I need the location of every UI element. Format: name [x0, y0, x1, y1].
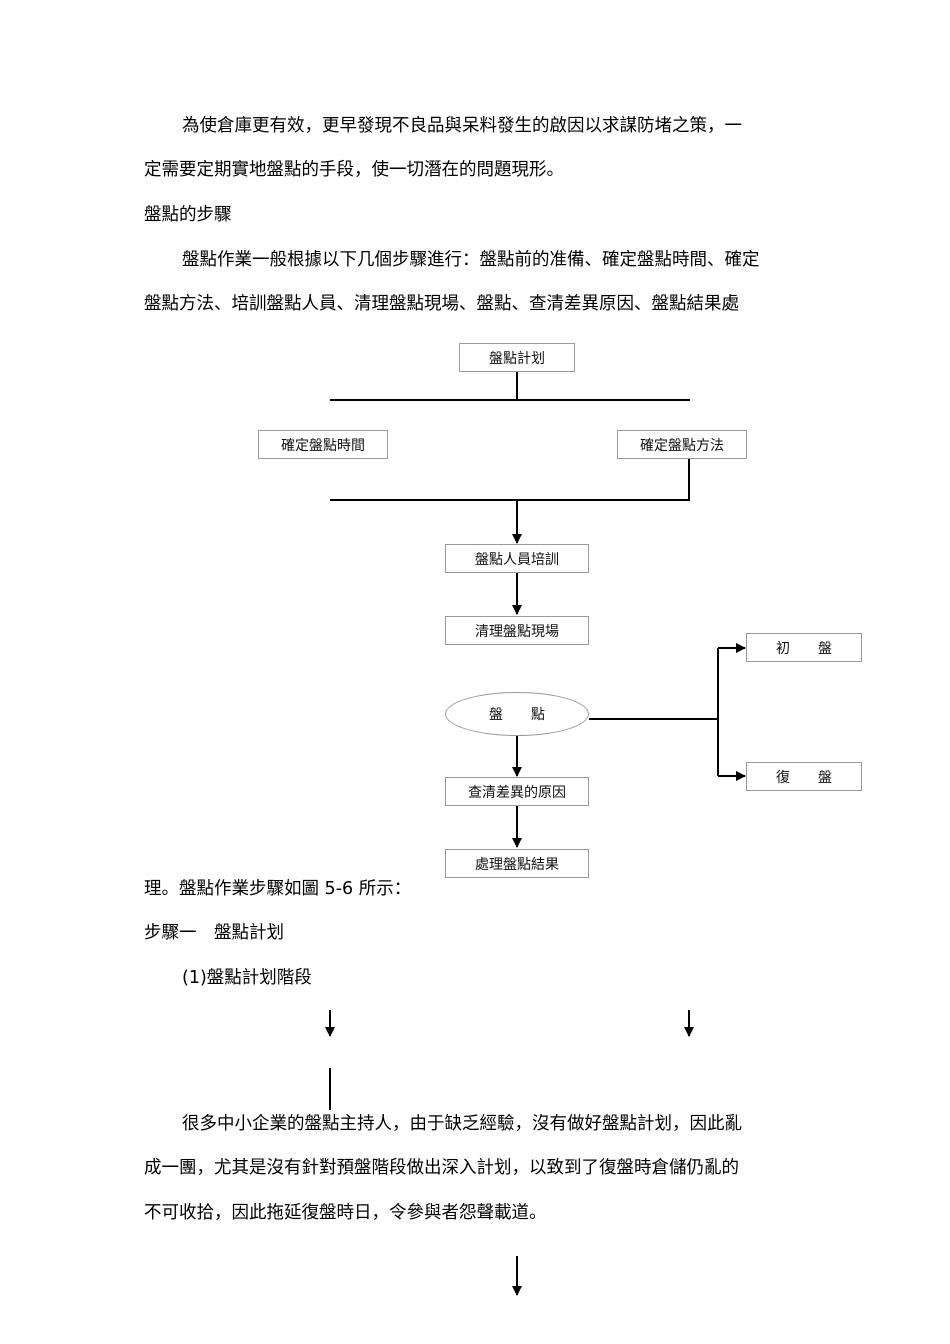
paragraph-2-line-2: 盤點方法、培訓盤點人員、清理盤點現場、盤點、查清差異原因、盤點結果處 [144, 294, 739, 314]
section-heading: 盤點的步驟 [144, 205, 232, 225]
paragraph-1-line-1: 為使倉庫更有效，更早發現不良品與呆料發生的啟因以求謀防堵之策，一 [182, 116, 742, 136]
paragraph-1-line-2: 定需要定期實地盤點的手段，使一切潛在的問題現形。 [144, 160, 564, 180]
node-train: 盤點人員培訓 [445, 544, 589, 573]
node-plan: 盤點計划 [459, 343, 575, 372]
node-confirm-method: 確定盤點方法 [617, 430, 747, 459]
paragraph-3-line-1: 很多中小企業的盤點主持人，由于缺乏經驗，沒有做好盤點計划，因此亂 [182, 1114, 742, 1134]
node-recount: 復 盤 [746, 762, 862, 791]
paragraph-2-line-3: 理。盤點作業步驟如圖 5-6 所示： [144, 879, 412, 899]
node-clean: 清理盤點現場 [445, 616, 589, 645]
paragraph-3-line-3: 不可收拾，因此拖延復盤時日，令參與者怨聲載道。 [144, 1203, 547, 1223]
paragraph-2-line-1: 盤點作業一般根據以下几個步驟進行：盤點前的准備、確定盤點時間、確定 [182, 250, 760, 270]
node-count: 盤 點 [445, 692, 589, 736]
node-initial: 初 盤 [746, 633, 862, 662]
step-1-subheading: (1)盤點計划階段 [182, 968, 312, 988]
node-investigate: 查清差異的原因 [445, 777, 589, 806]
node-handle: 處理盤點結果 [445, 849, 589, 878]
node-confirm-time: 確定盤點時間 [258, 430, 388, 459]
step-1-heading: 步驟一 盤點計划 [144, 923, 284, 943]
paragraph-3-line-2: 成一團，尤其是沒有針對預盤階段做出深入計划，以致到了復盤時倉儲仍亂的 [144, 1158, 739, 1178]
